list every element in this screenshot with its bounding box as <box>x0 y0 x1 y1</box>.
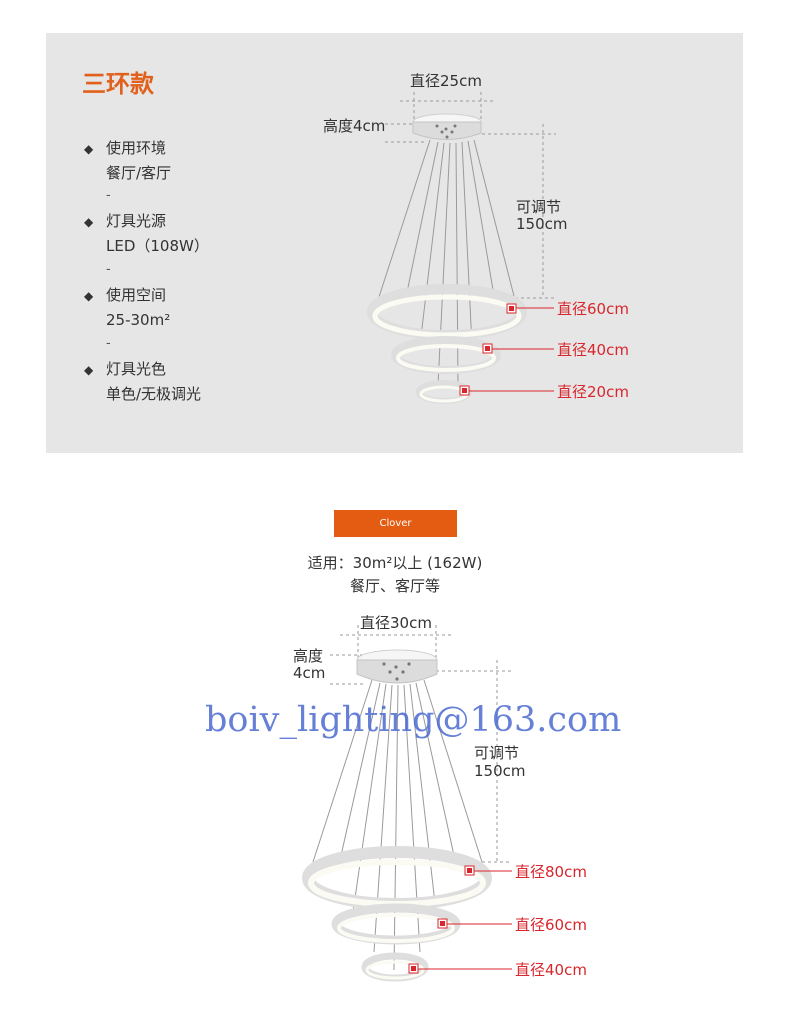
spec-light-color: ◆ 灯具光色 单色/无极调光 <box>84 357 201 406</box>
spec-separator: - <box>106 188 111 203</box>
dim-ring-large: 直径60cm <box>557 300 629 318</box>
diamond-bullet-icon: ◆ <box>84 289 94 303</box>
applicable-area: 适用：30m²以上 (162W) <box>307 554 483 572</box>
dim-adjustable-label: 可调节 <box>474 744 520 762</box>
spec-label: 使用环境 <box>106 139 167 157</box>
spec-label: 使用空间 <box>106 286 167 304</box>
spec-value: 餐厅/客厅 <box>106 164 172 182</box>
dim-ring-small: 直径20cm <box>557 383 629 401</box>
applicable-rooms: 餐厅、客厅等 <box>349 577 440 595</box>
dim-height: 高度4cm <box>323 117 386 135</box>
spec-label: 灯具光色 <box>106 360 167 378</box>
dim-adjustable-label: 可调节 <box>516 198 562 216</box>
spec-label: 灯具光源 <box>106 212 167 230</box>
diamond-bullet-icon: ◆ <box>84 142 94 156</box>
spec-value: LED（108W） <box>106 237 209 255</box>
dim-ring-large: 直径80cm <box>515 863 587 881</box>
dim-diameter-top: 直径30cm <box>360 614 432 632</box>
spec-separator: - <box>106 336 111 351</box>
dim-adjustable-value: 150cm <box>474 762 526 780</box>
diamond-bullet-icon: ◆ <box>84 363 94 377</box>
spec-value: 单色/无极调光 <box>106 385 202 403</box>
email-watermark: boiv_lighting@163.com <box>205 700 622 740</box>
dim-ring-medium: 直径60cm <box>515 916 587 934</box>
section-title: 三环款 <box>82 70 154 98</box>
dim-ring-medium: 直径40cm <box>557 341 629 359</box>
diamond-bullet-icon: ◆ <box>84 215 94 229</box>
dim-diameter-top: 直径25cm <box>410 72 482 90</box>
lamp-clover <box>302 625 512 982</box>
product-panel-three-ring <box>46 33 743 453</box>
spec-value: 25-30m² <box>106 311 171 329</box>
dim-height-label: 高度 <box>293 647 324 665</box>
dim-height-value: 4cm <box>293 664 326 682</box>
spec-separator: - <box>106 262 111 277</box>
lamp-three-ring <box>367 92 556 404</box>
dim-adjustable-value: 150cm <box>516 215 568 233</box>
dim-ring-small: 直径40cm <box>515 961 587 979</box>
spec-space: ◆ 使用空间 25-30m² <box>84 283 170 332</box>
spec-environment: ◆ 使用环境 餐厅/客厅 <box>84 136 171 185</box>
spec-light-source: ◆ 灯具光源 LED（108W） <box>84 209 209 258</box>
clover-label-button[interactable]: Clover <box>334 510 457 537</box>
